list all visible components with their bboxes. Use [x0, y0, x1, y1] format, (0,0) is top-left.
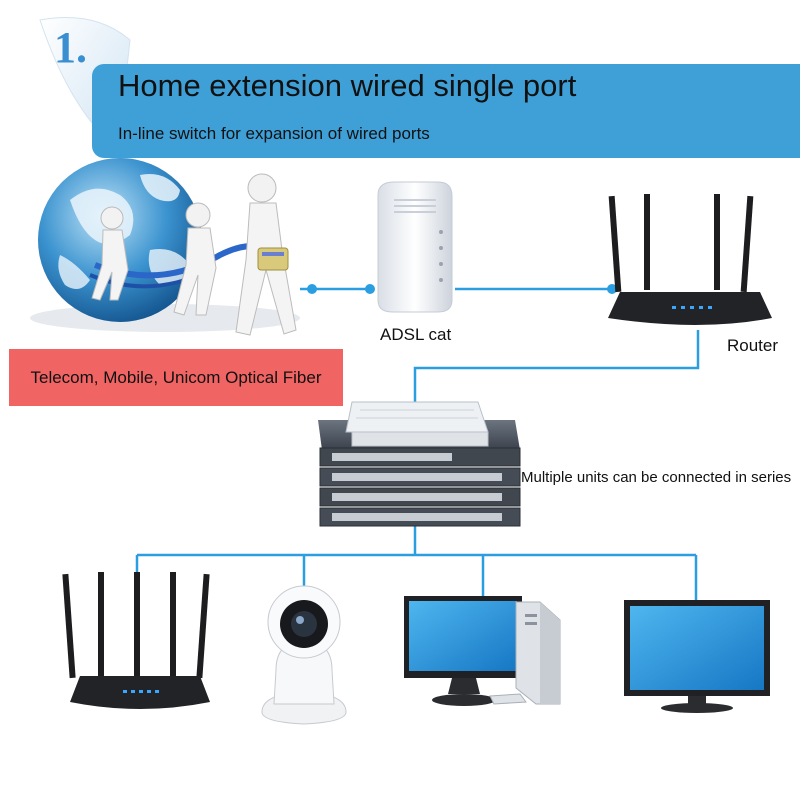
page-title: Home extension wired single port [118, 68, 577, 103]
adsl-label: ADSL cat [380, 325, 452, 344]
fiber-label-box [9, 349, 343, 406]
title-banner [92, 64, 800, 158]
connector-dot-modem [365, 284, 375, 294]
series-label: Multiple units can be connected in serie… [521, 469, 792, 486]
monitor-icon [624, 600, 770, 713]
connector-dot-globe [307, 284, 317, 294]
connector-dot-router [607, 284, 617, 294]
connector-lines [135, 287, 700, 600]
page-subtitle: In-line switch for expansion of wired po… [118, 124, 430, 143]
router-label: Router [727, 336, 779, 355]
globe-with-people-icon [30, 158, 300, 336]
wifi-router-icon [608, 194, 772, 325]
desktop-computer-icon [404, 596, 561, 706]
adsl-modem-icon [377, 181, 453, 313]
network-switch-stack-icon [318, 401, 521, 527]
wifi-router-icon [62, 572, 210, 709]
ip-camera-icon [261, 585, 347, 725]
fiber-label: Telecom, Mobile, Unicom Optical Fiber [30, 368, 322, 387]
step-number: 1. [54, 23, 87, 72]
